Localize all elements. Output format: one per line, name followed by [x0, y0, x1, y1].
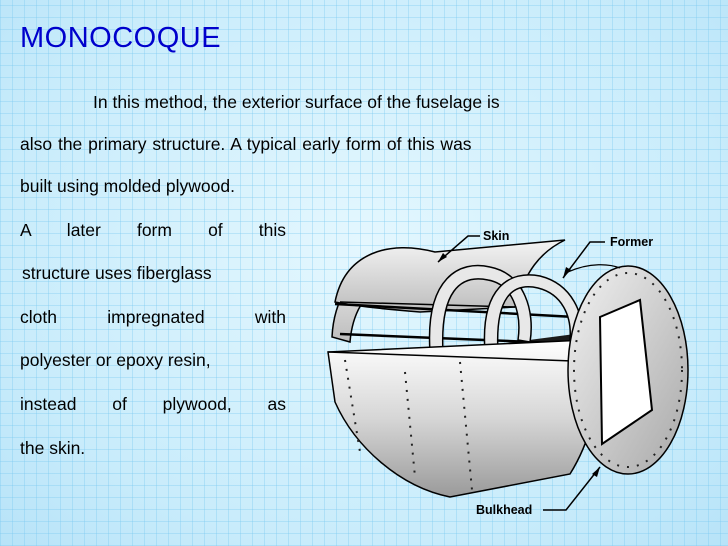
side-line-3: cloth impregnated with — [20, 307, 286, 327]
bulkhead-label: Bulkhead — [476, 503, 532, 517]
side-line-5: instead of plywood, as — [20, 394, 286, 414]
skin-callout: Skin — [437, 229, 509, 263]
former-callout: Former — [562, 235, 653, 279]
stringers — [334, 302, 581, 346]
slide-title: MONOCOQUE — [20, 22, 222, 54]
bulkhead-callout: Bulkhead — [476, 466, 601, 517]
side-line-4: polyester or epoxy resin, — [20, 350, 211, 370]
side-line-1: A later form of this — [20, 220, 286, 240]
monocoque-fuselage-diagram: Skin Former Bulkhead — [327, 229, 689, 517]
skin-lower-panel — [327, 339, 601, 498]
skin-label: Skin — [483, 229, 509, 243]
paragraph-line-1: In this method, the exterior surface of … — [93, 92, 500, 112]
former-label: Former — [610, 235, 653, 249]
side-line-6: the skin. — [20, 438, 86, 458]
side-line-2: structure uses fiberglass — [22, 263, 212, 283]
paragraph-line-3: built using molded plywood. — [20, 176, 235, 196]
paragraph-line-2: also the primary structure. A typical ea… — [20, 134, 472, 154]
bulkhead — [567, 264, 689, 475]
